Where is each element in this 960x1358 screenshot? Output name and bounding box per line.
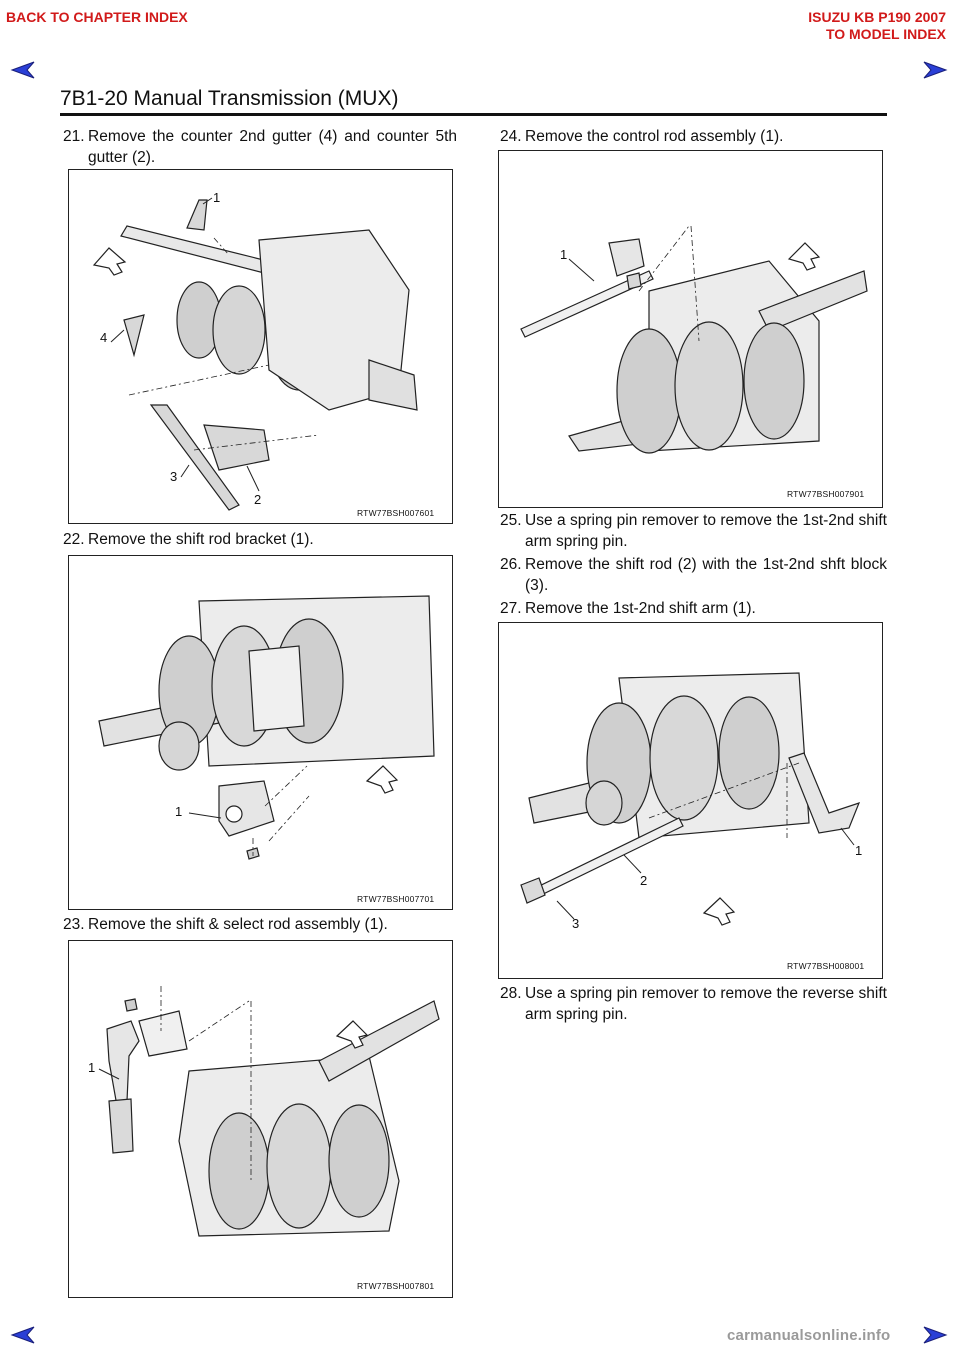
figure-rtw77bsh007901: 1 RTW77BSH007901 bbox=[498, 150, 883, 508]
figure-code: RTW77BSH007901 bbox=[787, 489, 865, 499]
header-rule bbox=[60, 113, 887, 116]
callout-label: 1 bbox=[855, 843, 862, 858]
callout-label: 3 bbox=[572, 916, 579, 931]
step-22: 22. Remove the shift rod bracket (1). bbox=[63, 529, 457, 550]
to-model-index-link[interactable]: TO MODEL INDEX bbox=[825, 26, 946, 42]
callout-label: 4 bbox=[100, 330, 107, 345]
callout-label: 1 bbox=[560, 247, 567, 262]
transmission-diagram-bracket: 1 bbox=[98, 595, 435, 860]
page-title: 7B1-20 Manual Transmission (MUX) bbox=[60, 87, 399, 110]
figure-rtw77bsh007701: 1 RTW77BSH007701 bbox=[68, 555, 453, 910]
step-number: 26. bbox=[500, 556, 522, 573]
step-text: Remove the counter 2nd gutter (4) and co… bbox=[88, 128, 457, 166]
callout-label: 1 bbox=[88, 1060, 95, 1075]
figure-rtw77bsh008001: 1 2 3 RTW77BSH008001 bbox=[498, 622, 883, 979]
step-number: 27. bbox=[500, 600, 522, 617]
step-27: 27. Remove the 1st-2nd shift arm (1). bbox=[500, 598, 887, 619]
watermark-logo: carmanualsonline.info bbox=[727, 1327, 891, 1344]
step-21: 21. Remove the counter 2nd gutter (4) an… bbox=[63, 126, 457, 168]
step-text: Remove the 1st-2nd shift arm (1). bbox=[525, 600, 756, 617]
step-23: 23. Remove the shift & select rod assemb… bbox=[63, 914, 457, 935]
model-name-text: ISUZU KB P190 2007 bbox=[808, 9, 946, 25]
prev-page-button-bottom[interactable] bbox=[10, 1325, 36, 1345]
step-number: 25. bbox=[500, 512, 522, 529]
right-arrow-icon bbox=[923, 1326, 948, 1344]
step-25: 25. Use a spring pin remover to remove t… bbox=[500, 510, 887, 552]
callout-label: 3 bbox=[170, 469, 177, 484]
step-number: 23. bbox=[63, 916, 85, 933]
step-24: 24. Remove the control rod assembly (1). bbox=[500, 126, 887, 147]
right-arrow-icon bbox=[923, 61, 948, 79]
callout-label: 1 bbox=[175, 804, 182, 819]
back-to-chapter-link[interactable]: BACK TO CHAPTER INDEX bbox=[6, 9, 188, 25]
callout-label: 2 bbox=[254, 492, 261, 507]
transmission-diagram-gutters: 1 4 3 2 bbox=[92, 190, 418, 511]
callout-label: 1 bbox=[213, 190, 220, 205]
figure-code: RTW77BSH008001 bbox=[787, 961, 865, 971]
left-arrow-icon bbox=[10, 61, 35, 79]
figure-rtw77bsh007601: 1 4 3 2 RTW77BSH007601 bbox=[68, 169, 453, 524]
step-number: 22. bbox=[63, 531, 85, 548]
figure-code: RTW77BSH007601 bbox=[357, 508, 435, 518]
step-26: 26. Remove the shift rod (2) with the 1s… bbox=[500, 554, 887, 596]
step-28: 28. Use a spring pin remover to remove t… bbox=[500, 983, 887, 1025]
next-page-button-bottom[interactable] bbox=[922, 1325, 948, 1345]
prev-page-button[interactable] bbox=[10, 60, 36, 80]
step-number: 24. bbox=[500, 128, 522, 145]
step-text: Use a spring pin remover to remove the 1… bbox=[525, 512, 887, 550]
step-number: 28. bbox=[500, 985, 522, 1002]
figure-code: RTW77BSH007701 bbox=[357, 894, 435, 904]
step-text: Use a spring pin remover to remove the r… bbox=[525, 985, 887, 1023]
step-text: Remove the shift rod (2) with the 1st-2n… bbox=[525, 556, 887, 594]
step-number: 21. bbox=[63, 128, 85, 145]
transmission-diagram-shift-arm: 1 2 3 bbox=[520, 672, 862, 931]
step-text: Remove the control rod assembly (1). bbox=[525, 128, 784, 145]
model-index-block[interactable]: ISUZU KB P190 2007 TO MODEL INDEX bbox=[808, 9, 946, 43]
figure-rtw77bsh007801: 1 RTW77BSH007801 bbox=[68, 940, 453, 1298]
step-text: Remove the shift & select rod assembly (… bbox=[88, 916, 388, 933]
callout-label: 2 bbox=[640, 873, 647, 888]
figure-code: RTW77BSH007801 bbox=[357, 1281, 435, 1291]
next-page-button[interactable] bbox=[922, 60, 948, 80]
step-text: Remove the shift rod bracket (1). bbox=[88, 531, 314, 548]
transmission-diagram-control-rod: 1 bbox=[520, 225, 868, 454]
transmission-diagram-select-rod: 1 bbox=[88, 986, 440, 1237]
left-arrow-icon bbox=[10, 1326, 35, 1344]
